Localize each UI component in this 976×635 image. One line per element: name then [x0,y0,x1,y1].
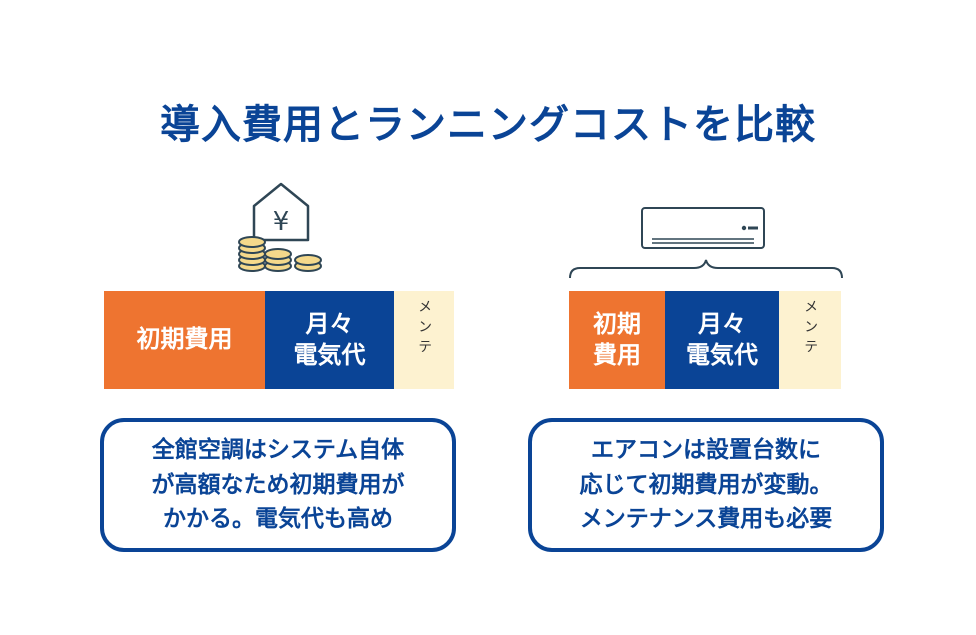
right-initial-cost-segment: 初期 費用 [569,291,665,389]
right-cost-bar: 初期 費用 月々 電気代 メンテ [569,291,841,389]
right-maintenance-segment: メンテ [779,291,841,389]
right-description-box: エアコンは設置台数に 応じて初期費用が変動。 メンテナンス費用も必要 [528,418,884,552]
left-initial-cost-segment: 初期費用 [104,291,265,389]
right-electricity-segment: 月々 電気代 [665,291,779,389]
page-title: 導入費用とランニングコストを比較 [160,102,816,148]
svg-text:¥: ¥ [273,207,290,237]
left-cost-bar: 初期費用 月々 電気代 メンテ [104,291,454,389]
air-conditioner-icon [641,207,765,249]
left-description-box: 全館空調はシステム自体 が高額なため初期費用が かかる。電気代も高め [100,418,456,552]
left-maintenance-segment: メンテ [394,291,454,389]
house-yen-coins-icon: ¥ [238,182,322,272]
brace-icon [569,259,843,279]
left-electricity-segment: 月々 電気代 [265,291,394,389]
